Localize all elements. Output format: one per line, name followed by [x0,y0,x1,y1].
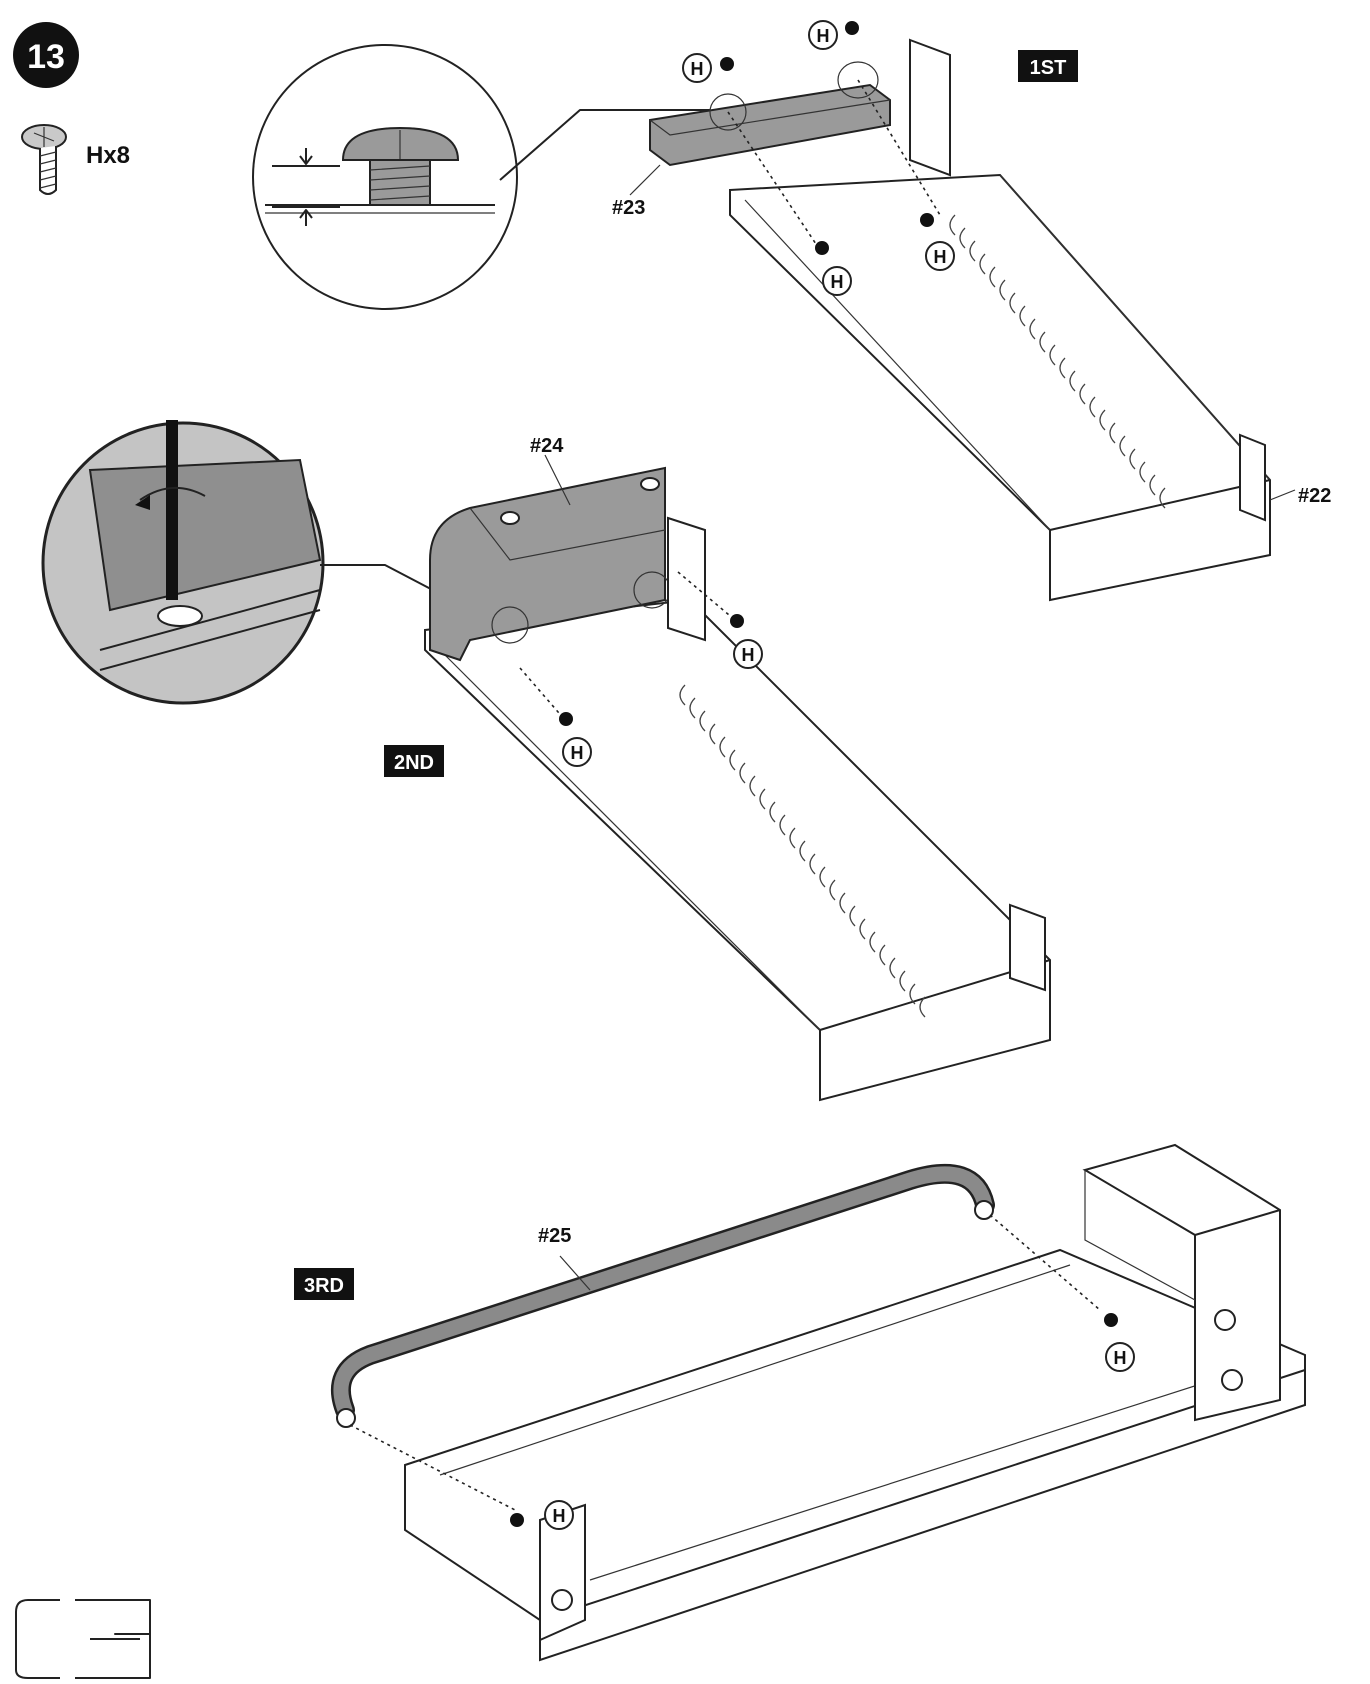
screw-callout: H [562,737,592,767]
screw-icon [510,1313,1118,1527]
screw-callout: H [733,639,763,669]
svg-text:H: H [742,645,755,665]
screw-callouts-third: H H [510,1313,1135,1530]
part-label-25: #25 [538,1225,571,1247]
tray-part-22: #22 [729,38,1331,602]
svg-text:H: H [691,59,704,79]
svg-text:H: H [831,272,844,292]
screw-callouts-first: H H H H [682,20,955,296]
screw-icon [559,614,744,726]
screw-callout: H [925,241,955,271]
svg-text:H: H [817,26,830,46]
step-number: 13 [27,38,65,76]
stage-tag-first: 1ST [1018,50,1078,82]
vent-slots [679,684,926,1018]
hardware-qty-label: Hx8 [86,142,130,169]
svg-text:H: H [1114,1348,1127,1368]
screw-callout: H [808,20,838,50]
step-badge: 13 [13,22,79,88]
part-label-22: #22 [1298,485,1331,507]
screw-callout: H [682,53,712,83]
svg-text:2ND: 2ND [394,752,434,774]
bracket-part-23: #23 [612,61,941,251]
brand-logo: CB [0,0,151,1679]
svg-text:3RD: 3RD [304,1275,344,1297]
svg-text:1ST: 1ST [1030,57,1067,79]
svg-text:H: H [571,743,584,763]
tray-assembly-third: #25 [331,1143,1306,1662]
screw-callout: H [544,1500,574,1530]
detail-circle-screwdriver [41,420,491,705]
tray-assembly-second: #24 [424,435,1051,1102]
part-label-23: #23 [612,197,645,219]
logo-text: CB [0,0,2,1]
stage-tag-second: 2ND [384,745,444,777]
screw-callout: H [1105,1342,1135,1372]
handle-part-25 [331,1163,995,1428]
svg-text:H: H [553,1506,566,1526]
detail-circle-screw-gap [252,44,710,310]
svg-text:H: H [934,247,947,267]
hardware-legend: Hx8 [21,124,130,195]
stage-tag-third: 3RD [294,1268,354,1300]
screw-icon [21,124,67,195]
vent-slots [949,214,1166,509]
part-label-24: #24 [530,435,564,457]
screw-icon [720,21,934,255]
cover-part-24 [429,466,671,662]
screw-callout: H [822,266,852,296]
screw-callouts-second: H H [559,614,763,767]
cover-box [1082,1143,1281,1422]
